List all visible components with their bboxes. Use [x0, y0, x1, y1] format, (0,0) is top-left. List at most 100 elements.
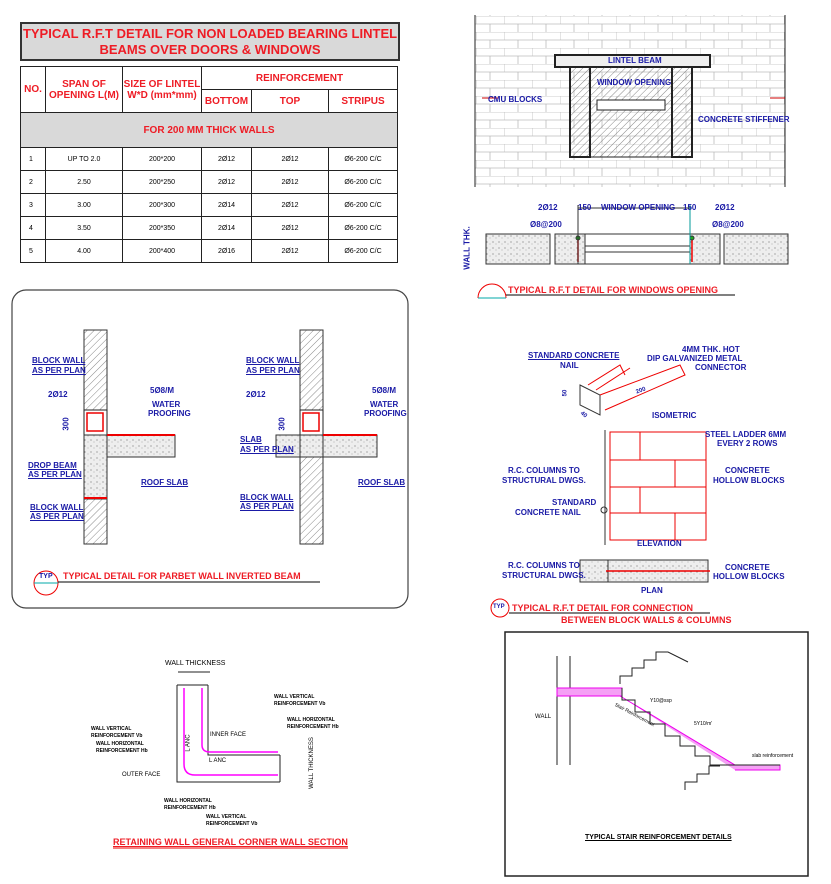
- r-wv3: WALL VERTICAL: [206, 814, 247, 820]
- windows-opening-title: TYPICAL R.F.T DETAIL FOR WINDOWS OPENING: [508, 285, 719, 295]
- cell-size: 200*200: [122, 147, 202, 171]
- p-right-water: WATER: [370, 400, 399, 409]
- retaining-title: RETAINING WALL GENERAL CORNER WALL SECTI…: [113, 837, 348, 847]
- r-wv3b: REINFORCEMENT Vb: [206, 821, 258, 827]
- p-right-proofing: PROOFING: [364, 409, 407, 418]
- c-rc-columns2: STRUCTURAL DWGS.: [502, 476, 586, 485]
- p-right-stirrup: 5Ø8/M: [372, 386, 397, 395]
- lintel-elevation-drawing: [474, 15, 786, 187]
- cell-top: 2Ø12: [251, 239, 329, 263]
- left-tie-label: Ø8@200: [530, 220, 562, 229]
- p-right-as-per-plan2: AS PER PLAN: [240, 502, 294, 511]
- cell-size: 200*400: [122, 239, 202, 263]
- parapet-left-drawing: [83, 329, 176, 545]
- p-left-water: WATER: [152, 400, 181, 409]
- stair-title: TYPICAL STAIR REINFORCEMENT DETAILS: [585, 834, 732, 841]
- cell-span: 3.00: [45, 193, 123, 217]
- p-left-stirrup: 5Ø8/M: [150, 386, 175, 395]
- c-ladder1: STEEL LADDER 6MM: [705, 430, 787, 439]
- p-right-block-wall2: BLOCK WALL: [240, 493, 294, 502]
- lintel-table: NO. SPAN OF OPENING L(M) SIZE OF LINTEL …: [20, 66, 398, 263]
- window-opening-label: WINDOW OPENING: [597, 78, 672, 87]
- cell-stripus: Ø6-200 C/C: [328, 170, 398, 194]
- c-plan-hollow1: CONCRETE: [725, 563, 770, 572]
- c-elevation: ELEVATION: [637, 539, 682, 548]
- r-inner-face: INNER FACE: [210, 732, 247, 738]
- r-wh2b: REINFORCEMENT Hb: [287, 724, 339, 730]
- c-plan: PLAN: [641, 586, 663, 595]
- header-span: SPAN OF OPENING L(M): [45, 66, 123, 113]
- stair-sy10: 5Y10/m': [694, 721, 713, 727]
- header-bottom: BOTTOM: [201, 89, 252, 113]
- r-l-anc-v: L ANC: [185, 734, 192, 752]
- cell-no: 5: [20, 239, 46, 263]
- r-outer-face: OUTER FACE: [122, 772, 161, 778]
- title-line-1: TYPICAL R.F.T DETAIL FOR NON LOADED BEAR…: [22, 25, 398, 41]
- p-left-drop-as-per-plan: AS PER PLAN: [28, 470, 82, 479]
- cell-bottom: 2Ø12: [201, 170, 252, 194]
- p-right-bar: 2Ø12: [246, 390, 266, 399]
- c-ladder2: EVERY 2 ROWS: [717, 439, 778, 448]
- cell-size: 200*300: [122, 193, 202, 217]
- cell-top: 2Ø12: [251, 216, 329, 240]
- window-opening-plan-drawing: [477, 205, 789, 299]
- r-wh3b: REINFORCEMENT Hb: [164, 805, 216, 811]
- connection-title2: BETWEEN BLOCK WALLS & COLUMNS: [561, 615, 732, 625]
- left-bar-label: 2Ø12: [538, 203, 558, 212]
- connection-typ: TYP: [493, 604, 505, 610]
- wall-thk-label: WALL THK.: [462, 226, 472, 270]
- parapet-title: TYPICAL DETAIL FOR PARBET WALL INVERTED …: [63, 571, 301, 581]
- c-isometric: ISOMETRIC: [652, 411, 697, 420]
- p-right-slab-as-per-plan: AS PER PLAN: [240, 445, 294, 454]
- c-hollow1: CONCRETE: [725, 466, 770, 475]
- p-left-block-wall: BLOCK WALL: [32, 356, 86, 365]
- concrete-stiffener-label: CONCRETE STIFFENER: [698, 115, 790, 124]
- cell-stripus: Ø6-200 C/C: [328, 216, 398, 240]
- c-std-nail2-1: STANDARD: [552, 498, 597, 507]
- c-connector3: CONNECTOR: [695, 363, 747, 372]
- p-right-dim: 300: [277, 417, 287, 431]
- lintel-beam-label: LINTEL BEAM: [608, 56, 662, 65]
- p-left-as-per-plan2: AS PER PLAN: [30, 512, 84, 521]
- retaining-wall-drawing: [176, 671, 281, 783]
- cell-no: 3: [20, 193, 46, 217]
- parapet-panel: [11, 289, 409, 609]
- stair-slab-rft: slab reinforcement: [752, 753, 794, 759]
- r-wall-thickness-v: WALL THICKNESS: [308, 737, 315, 789]
- p-left-block-wall2: BLOCK WALL: [30, 503, 84, 512]
- cell-no: 4: [20, 216, 46, 240]
- p-left-dim: 300: [61, 417, 71, 431]
- p-right-roof-slab: ROOF SLAB: [358, 478, 406, 487]
- stair-drawing: [556, 651, 781, 790]
- p-right-block-wall: BLOCK WALL: [246, 356, 300, 365]
- connection-title1: TYPICAL R.F.T DETAIL FOR CONNECTION: [512, 603, 694, 613]
- p-left-roof-slab: ROOF SLAB: [141, 478, 189, 487]
- r-wv2: WALL VERTICAL: [274, 694, 315, 700]
- connection-plan: [579, 559, 710, 583]
- header-stripus: STRIPUS: [328, 89, 398, 113]
- r-wv1b: REINFORCEMENT Vb: [91, 733, 143, 739]
- cell-bottom: 2Ø16: [201, 239, 252, 263]
- c-rc-columns1: R.C. COLUMNS TO: [508, 466, 580, 475]
- p-left-drop-beam: DROP BEAM: [28, 461, 77, 470]
- cell-span: UP TO 2.0: [45, 147, 123, 171]
- c-plan-rc2: STRUCTURAL DWGS.: [502, 571, 586, 580]
- c-nail: NAIL: [560, 361, 579, 370]
- c-connector2: DIP GALVANIZED METAL: [647, 354, 743, 363]
- r-l-anc-h: L ANC: [209, 758, 227, 764]
- right-bar-label: 2Ø12: [715, 203, 735, 212]
- r-wh1: WALL HORIZONTAL: [96, 741, 144, 747]
- lintel-table-title: TYPICAL R.F.T DETAIL FOR NON LOADED BEAR…: [20, 22, 400, 61]
- p-right-as-per-plan: AS PER PLAN: [246, 366, 300, 375]
- connection-elevation: [600, 430, 707, 545]
- stair-panel: [504, 631, 809, 877]
- cell-stripus: Ø6-200 C/C: [328, 239, 398, 263]
- p-right-slab: SLAB: [240, 435, 262, 444]
- cell-span: 4.00: [45, 239, 123, 263]
- r-wh1b: REINFORCEMENT Hb: [96, 748, 148, 754]
- r-wv1: WALL VERTICAL: [91, 726, 132, 732]
- c-plan-hollow2: HOLLOW BLOCKS: [713, 572, 785, 581]
